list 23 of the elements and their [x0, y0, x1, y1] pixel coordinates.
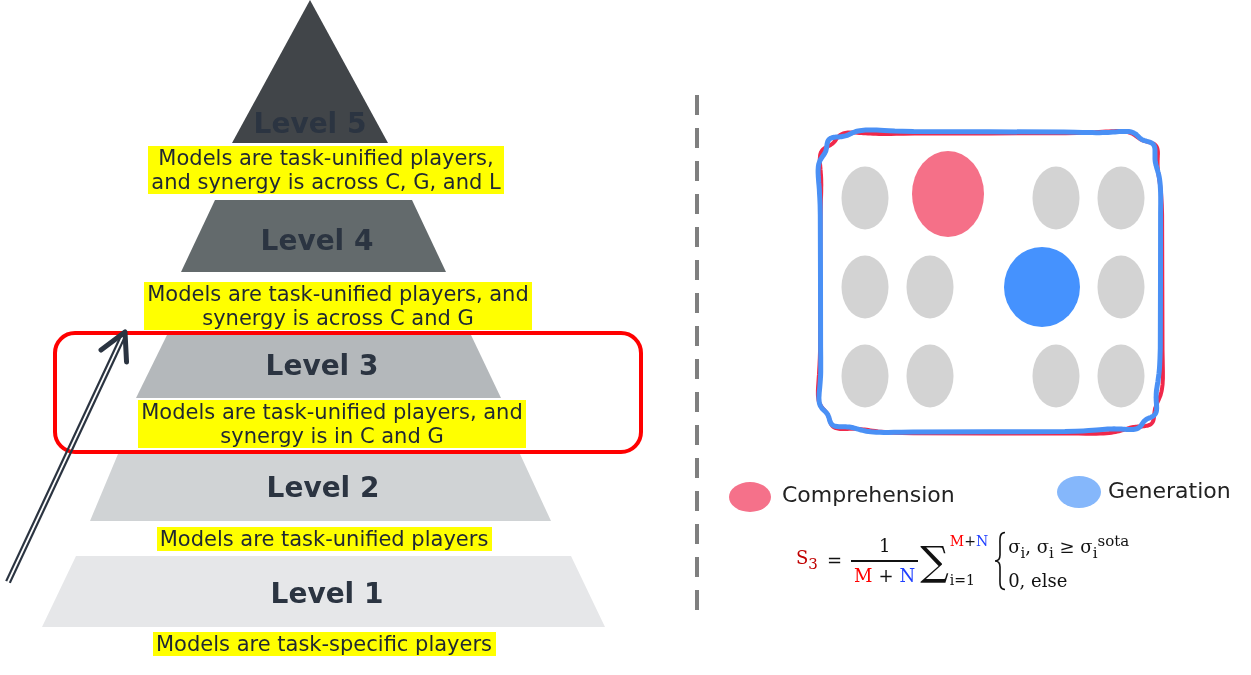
highlighted-caption: Models are task-specific players: [152, 632, 496, 656]
highlighted-caption: Models are task-unified players, and synergy is across C and G: [144, 282, 532, 330]
fraction-numerator: 1: [878, 534, 891, 557]
case-expression: 0, else: [1008, 569, 1069, 592]
tier-title: Level 2: [266, 472, 380, 504]
highlighted-caption: Models are task-unified players: [156, 527, 492, 551]
plus-sign: +: [964, 532, 976, 550]
summation-sign: ∑: [920, 536, 949, 585]
highlighted-caption: Models are task-unified players, and synergy is in C and G: [138, 400, 526, 448]
lower-limit: i=1: [949, 571, 975, 589]
plus-sign: +: [878, 564, 894, 587]
equals-sign: =: [826, 549, 842, 572]
highlighted-caption: Models are task-unified players, and synergy is across C, G, and L: [148, 146, 504, 194]
tier-title: Level 4: [260, 225, 374, 257]
legend-label: Comprehension: [782, 481, 955, 509]
tier-title: Level 3: [265, 350, 379, 382]
denominator-term: N: [899, 564, 916, 587]
denominator-term: M: [854, 564, 873, 587]
formula-variable: S$_{3}$: [796, 547, 818, 575]
upper-limit-term: N: [975, 532, 989, 550]
tier-title: Level 1: [270, 578, 384, 610]
legend-label: Generation: [1108, 477, 1231, 505]
upper-limit-term: M: [949, 532, 965, 550]
